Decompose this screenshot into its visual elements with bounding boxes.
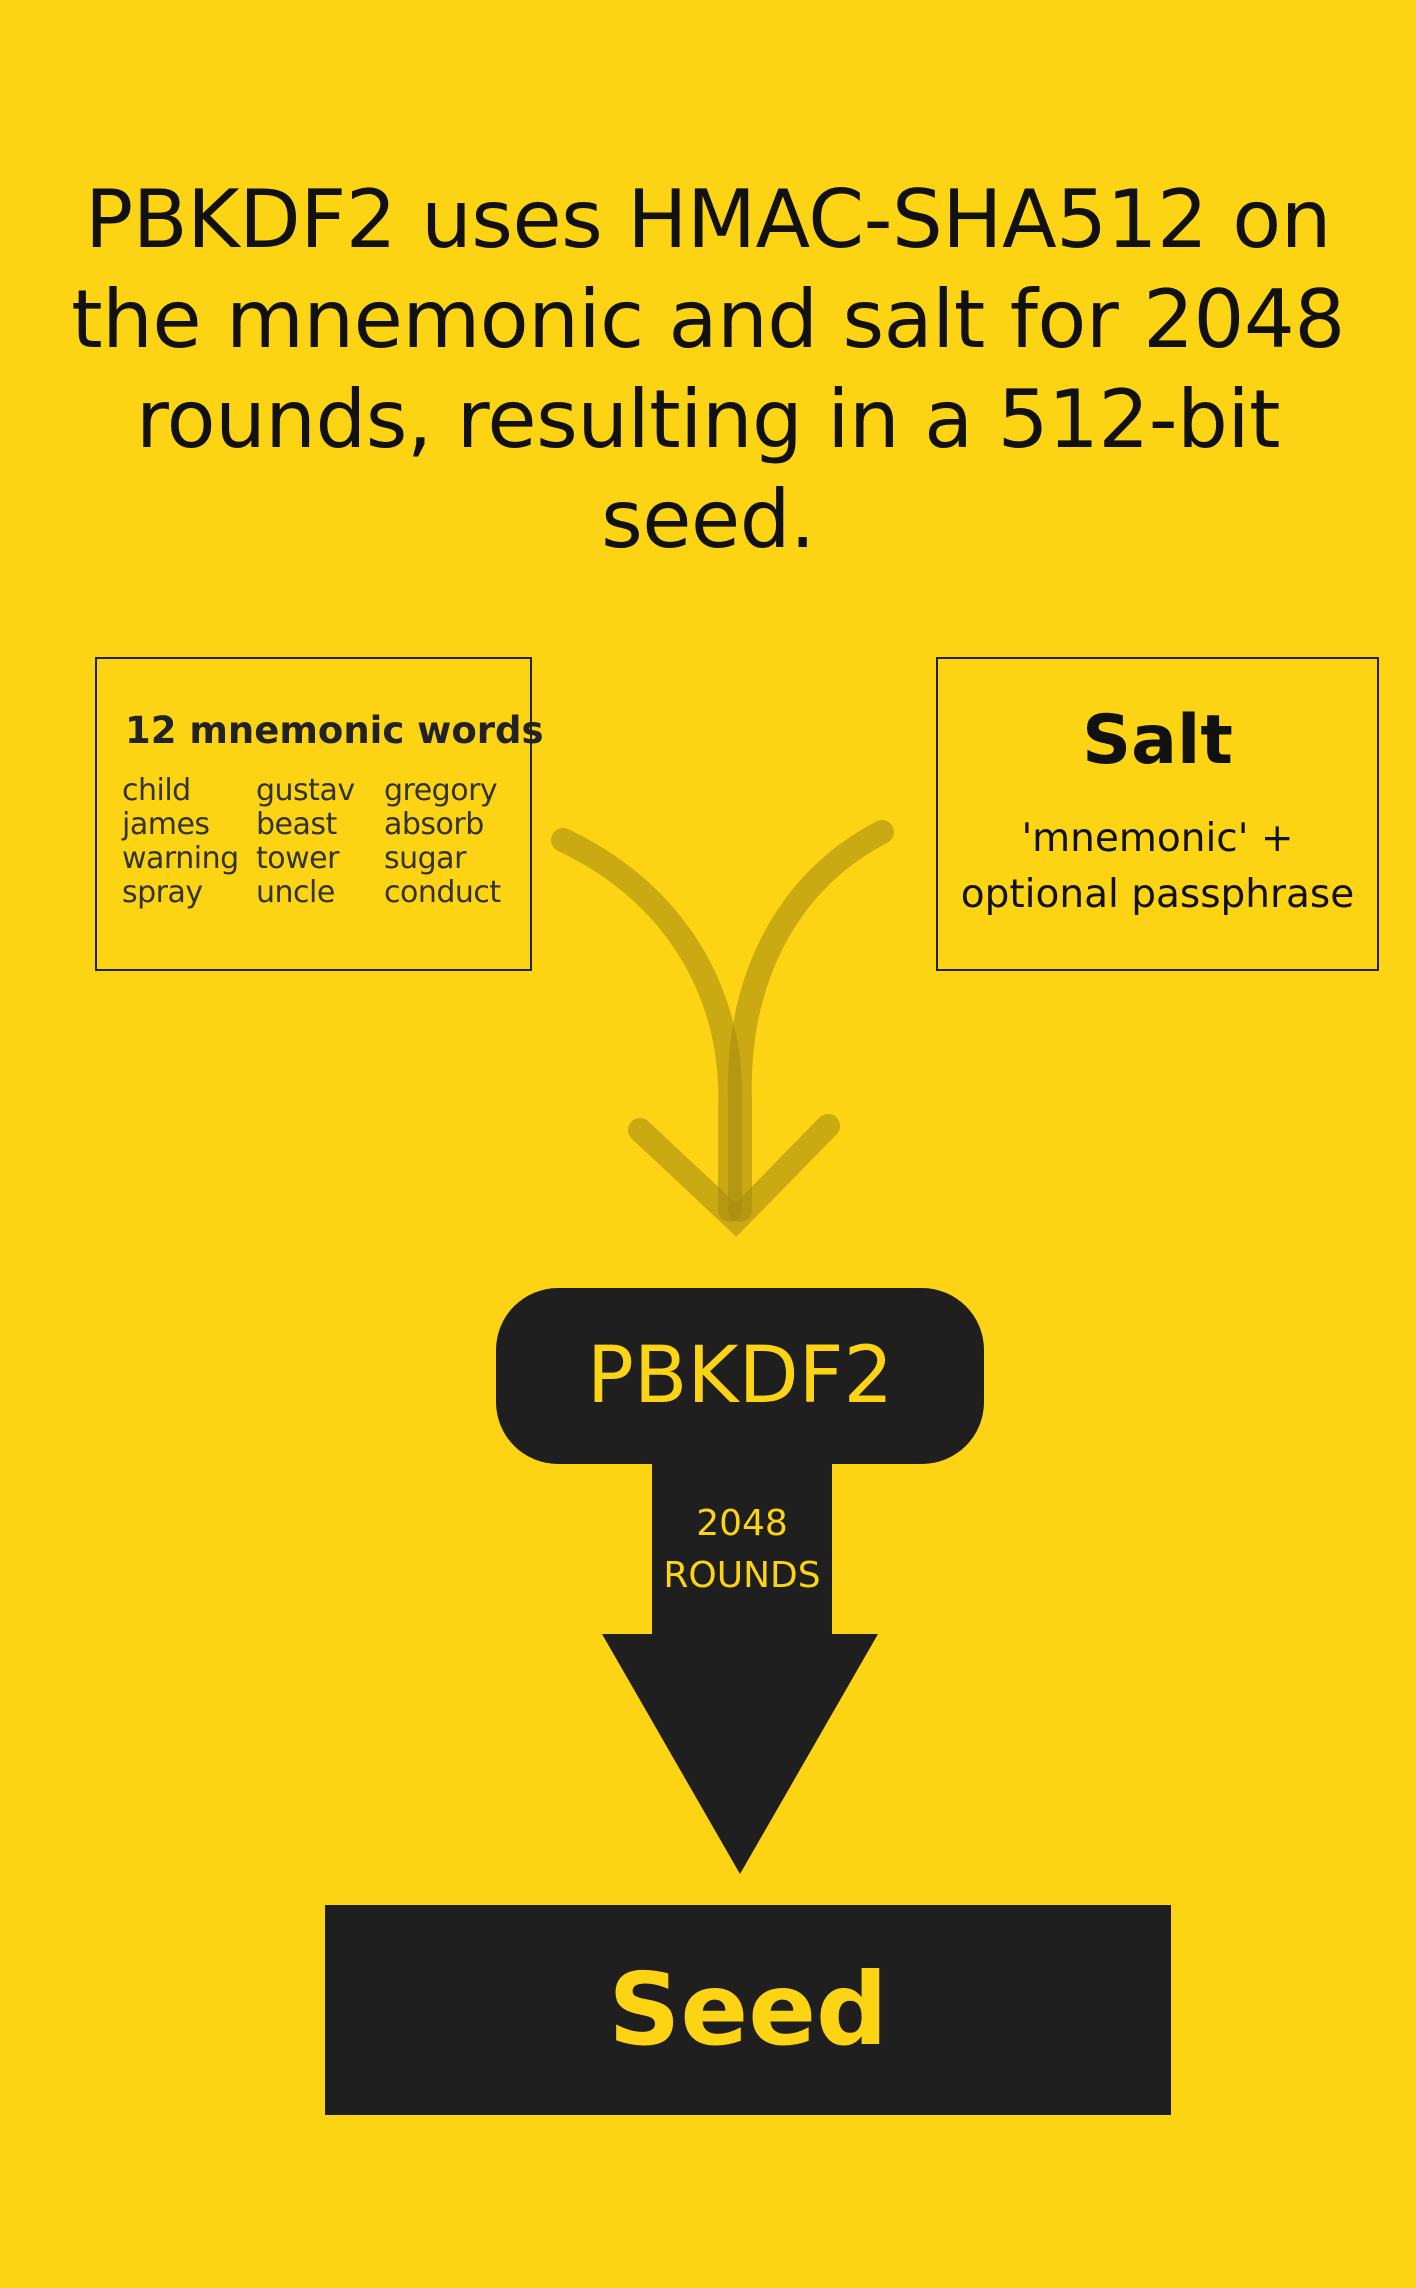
rounds-stem: 2048 ROUNDS (652, 1462, 832, 1636)
mnemonic-word: spray (122, 875, 203, 910)
left-curved-arrow (551, 828, 743, 1222)
mnemonic-word: james (122, 807, 210, 842)
mnemonic-word-grid: child gustav gregory james beast absorb … (122, 773, 514, 910)
mnemonic-word: beast (256, 807, 337, 842)
mnemonic-word: conduct (384, 875, 501, 910)
arrow-head-icon (628, 1114, 840, 1237)
pbkdf2-node: PBKDF2 (496, 1288, 984, 1464)
rounds-count: 2048 (696, 1503, 788, 1544)
mnemonic-word: sugar (384, 841, 466, 876)
mnemonic-word: absorb (384, 807, 484, 842)
down-arrow-head (602, 1634, 878, 1874)
salt-box: Salt 'mnemonic' + optional passphrase (936, 657, 1379, 971)
salt-description: 'mnemonic' + optional passphrase (938, 811, 1377, 923)
rounds-label: ROUNDS (663, 1555, 821, 1596)
seed-output: Seed (325, 1905, 1171, 2115)
mnemonic-word: gustav (256, 773, 355, 808)
mnemonic-word: uncle (256, 875, 335, 910)
right-curved-arrow (727, 820, 894, 1222)
headline-line-3: rounds, resulting in a 512-bit seed. (135, 373, 1281, 566)
headline: PBKDF2 uses HMAC-SHA512 on the mnemonic … (40, 170, 1376, 570)
salt-description-line-1: 'mnemonic' + (1021, 816, 1294, 861)
headline-line-2: the mnemonic and salt for 2048 (71, 273, 1345, 366)
mnemonic-words-box: 12 mnemonic words child gustav gregory j… (95, 657, 544, 971)
mnemonic-words-title: 12 mnemonic words (125, 709, 544, 752)
mnemonic-word: gregory (384, 773, 498, 808)
salt-title: Salt (1082, 701, 1233, 780)
mnemonic-word: child (122, 773, 191, 808)
mnemonic-word: tower (256, 841, 339, 876)
headline-line-1: PBKDF2 uses HMAC-SHA512 on (85, 173, 1331, 266)
salt-description-line-2: optional passphrase (960, 872, 1355, 917)
mnemonic-word: warning (122, 841, 239, 876)
